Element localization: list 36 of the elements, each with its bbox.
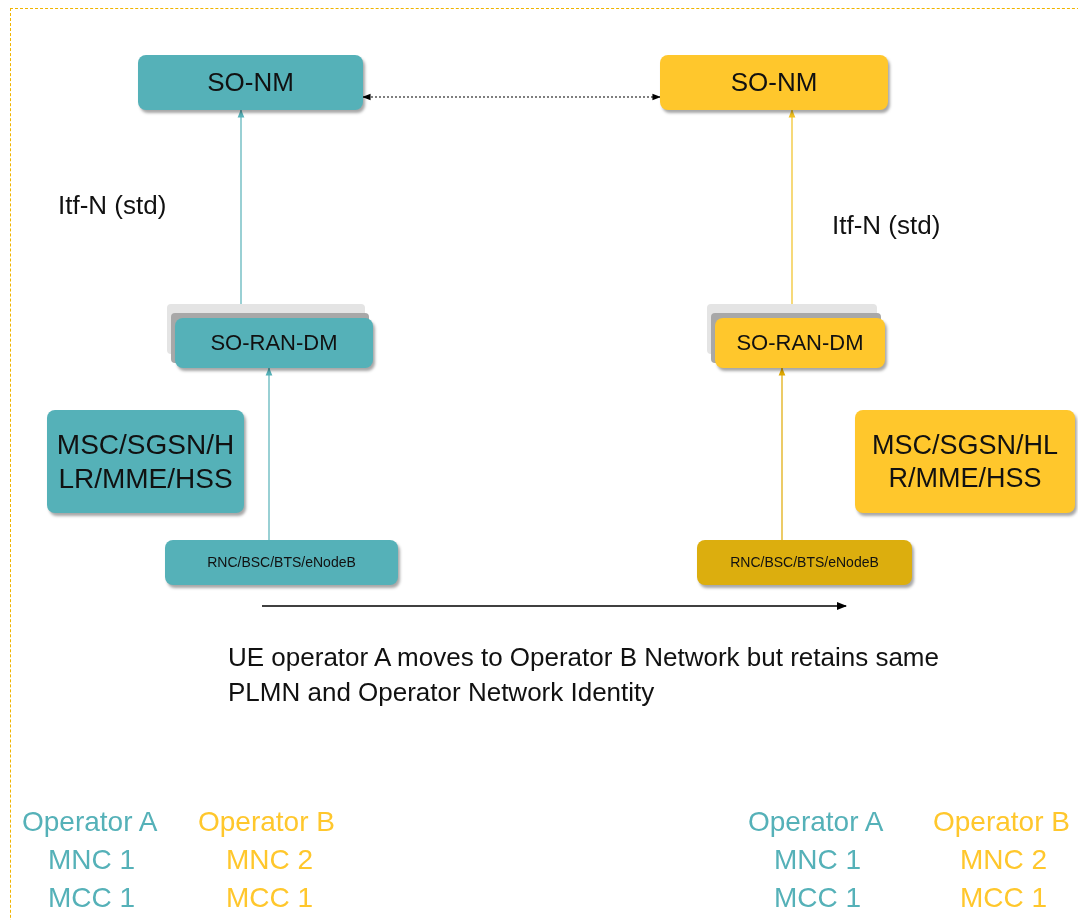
text-label: Itf-N (std) — [58, 189, 168, 222]
text-label: MNC 2 — [226, 843, 315, 877]
connector-arrow — [265, 367, 273, 541]
text-label: Operator A — [22, 805, 159, 839]
text-label: MNC 2 — [960, 843, 1049, 877]
system-box — [138, 55, 363, 110]
system-box — [855, 410, 1075, 513]
system-box — [175, 318, 373, 368]
box-label: SO-RAN-DM — [210, 329, 338, 357]
connector-arrow — [362, 93, 661, 101]
system-box — [715, 318, 885, 368]
system-box — [165, 540, 398, 585]
system-box — [47, 410, 244, 513]
box-label: RNC/BSC/BTS/eNodeB — [730, 554, 879, 571]
connector-arrow — [788, 109, 796, 305]
text-label: Itf-N (std) — [832, 209, 942, 242]
text-label: MCC 1 — [48, 881, 137, 915]
box-label: SO-NM — [207, 66, 294, 99]
text-label: MCC 1 — [774, 881, 863, 915]
text-label: Operator B — [933, 805, 1071, 839]
box-label: SO-RAN-DM — [736, 329, 864, 357]
text-label: MNC 1 — [774, 843, 863, 877]
text-label: Operator B — [198, 805, 336, 839]
connector-arrow — [778, 367, 786, 541]
box-label: RNC/BSC/BTS/eNodeB — [207, 554, 356, 571]
system-box — [660, 55, 888, 110]
text-label: UE operator A moves to Operator B Network but retains same PLMN and Operator Network Identity — [228, 641, 940, 710]
text-label: Operator A — [748, 805, 885, 839]
connector-arrow — [237, 109, 245, 305]
text-label: MNC 1 — [48, 843, 137, 877]
text-label: MCC 1 — [226, 881, 315, 915]
system-box — [697, 540, 912, 585]
box-label: MSC/SGSN/HLR/MME/HSS — [55, 427, 236, 496]
box-label: MSC/SGSN/HLR/MME/HSS — [870, 429, 1059, 494]
box-label: SO-NM — [730, 66, 818, 99]
text-label: MCC 1 — [960, 881, 1049, 915]
